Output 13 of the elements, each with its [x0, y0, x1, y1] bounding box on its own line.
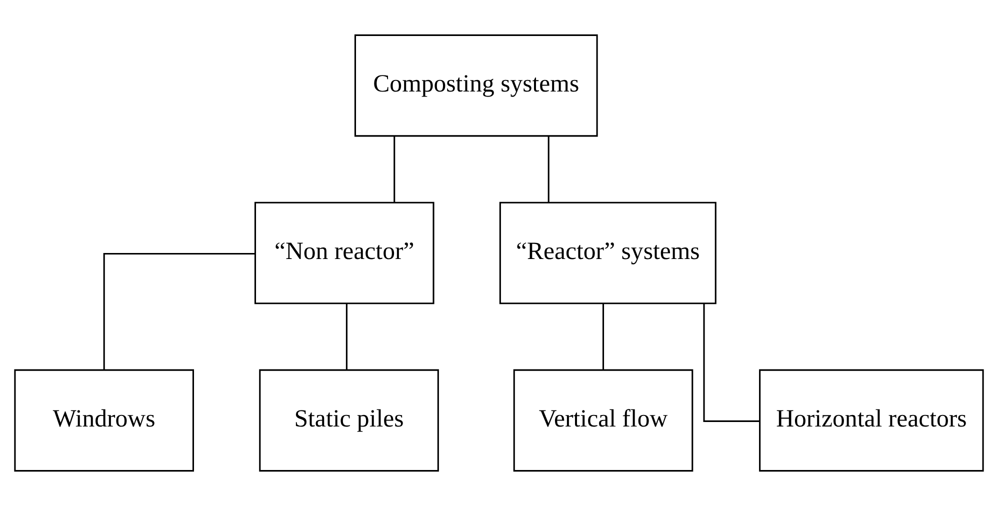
- node-box: “Reactor” systems: [499, 202, 716, 304]
- connector: [346, 304, 348, 370]
- connector: [602, 304, 604, 370]
- connector: [103, 253, 255, 370]
- node-box: Static piles: [259, 369, 439, 472]
- node-box: Windrows: [14, 369, 194, 472]
- connector: [394, 136, 396, 202]
- connector: [548, 136, 550, 202]
- node-box: Horizontal reactors: [759, 369, 984, 472]
- connector: [703, 303, 760, 422]
- node-box: “Non reactor”: [254, 202, 434, 304]
- node-box: Vertical flow: [513, 369, 694, 472]
- node-box: Composting systems: [354, 34, 598, 137]
